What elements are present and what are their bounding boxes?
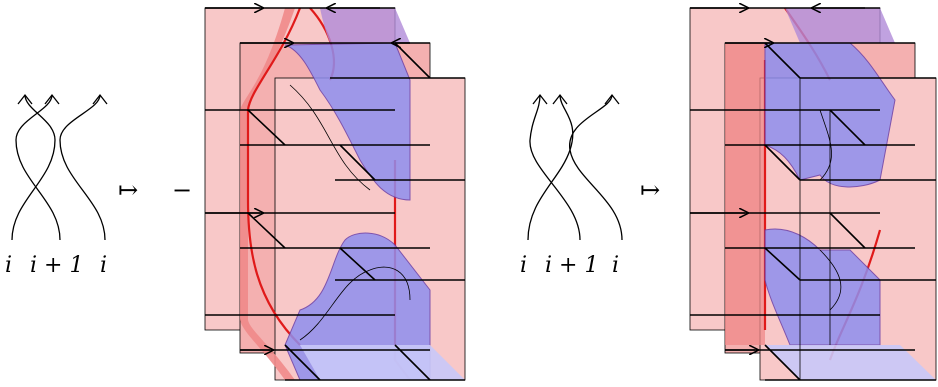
right-braid-label-1: i: [520, 253, 527, 278]
right-mapsto-symbol: ↦: [640, 176, 660, 204]
right-braid-label-3: i: [612, 253, 619, 278]
left-foam-upper-purple-region: [320, 8, 410, 43]
left-braid-label-2: i + 1: [30, 253, 83, 278]
left-braid-label-1: i: [5, 253, 12, 278]
right-braid-label-2: i + 1: [545, 253, 598, 278]
right-foam-seam-surface: [725, 43, 765, 345]
left-minus-sign: −: [172, 176, 192, 204]
right-foam: [690, 8, 936, 380]
left-braid-label-3: i: [100, 253, 107, 278]
left-foam: [205, 8, 465, 380]
right-braid: i i + 1 i: [520, 95, 622, 278]
left-braid: i i + 1 i: [5, 95, 107, 278]
left-mapsto-symbol: ↦: [118, 176, 138, 204]
right-foam-upper-purple-region: [785, 8, 895, 43]
